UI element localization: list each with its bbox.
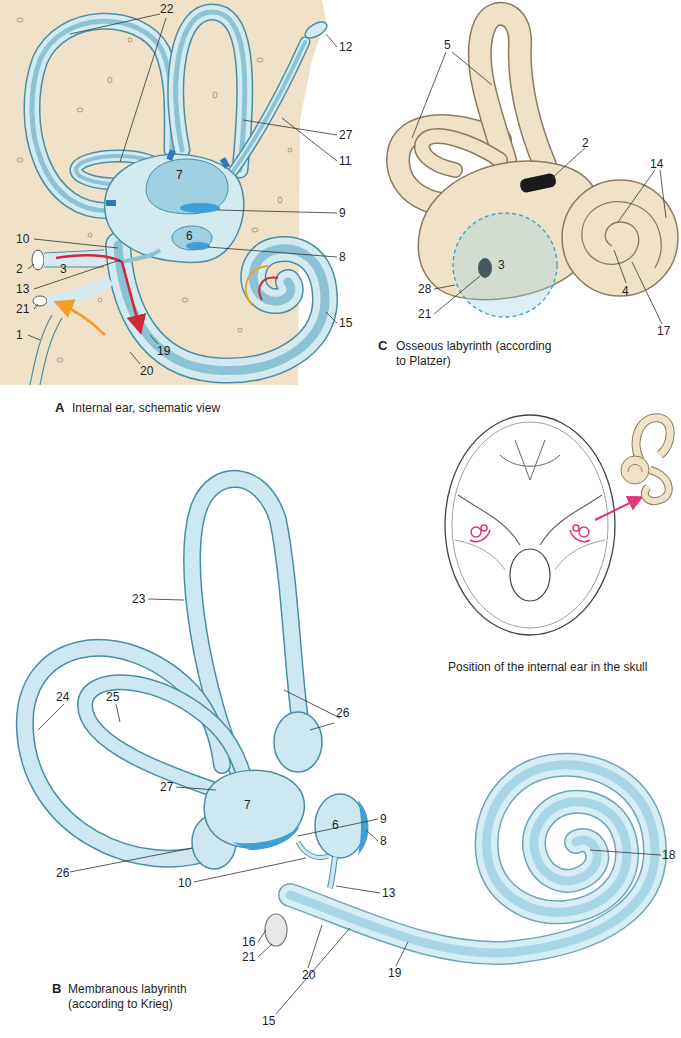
callout-number: 26 [56,866,69,880]
callout-number: 27 [160,780,173,794]
callout-number: 24 [56,690,69,704]
callout-number: 7 [244,798,251,812]
callout-number: 15 [262,1014,275,1028]
callout-number: 19 [388,966,401,980]
callout-number: 5 [444,38,451,52]
callout-number: 26 [336,706,349,720]
callout-number: 11 [339,154,351,168]
callout-number: 2 [16,262,23,276]
callout-number: 3 [60,262,67,276]
panel-letter: A [55,401,64,415]
callout-number: 1 [16,328,23,342]
callout-number: 16 [242,935,255,949]
callout-number: 12 [339,40,352,54]
callout-number: 6 [332,818,339,832]
callout-number: 9 [339,206,346,220]
caption: Membranous labyrinth (according to Krieg… [68,982,228,1012]
callout-number: 22 [160,2,173,16]
callout-number: 14 [650,157,663,171]
callout-number: 13 [16,282,29,296]
callout-number: 10 [16,232,29,246]
callout-number: 2 [582,136,589,150]
callout-number: 21 [242,950,255,964]
callout-number: 17 [657,324,670,338]
callout-number: 15 [339,316,352,330]
callout-number: 13 [382,886,395,900]
callout-number: 3 [498,258,505,272]
caption: Internal ear, schematic view [72,401,312,416]
caption: Position of the internal ear in the skul… [448,660,648,675]
callout-number: 20 [302,968,315,982]
callout-number: 20 [140,364,153,378]
panel-letter: C [378,339,387,353]
callout-number: 9 [380,812,387,826]
callout-number: 18 [662,848,675,862]
callout-number: 25 [106,690,119,704]
callout-number: 7 [176,168,183,182]
callout-number: 21 [16,302,29,316]
callout-number: 19 [157,344,170,358]
callout-number: 8 [339,250,346,264]
callout-number: 10 [178,876,191,890]
callout-number: 23 [132,592,145,606]
callout-number: 8 [380,834,387,848]
callout-number: 28 [418,282,431,296]
panel-letter: B [52,982,61,996]
callout-number: 4 [622,284,629,298]
caption: Osseous labyrinth (according to Platzer) [396,339,556,369]
callout-number: 6 [186,229,193,243]
callout-number: 21 [418,307,431,321]
callout-number: 27 [339,128,352,142]
